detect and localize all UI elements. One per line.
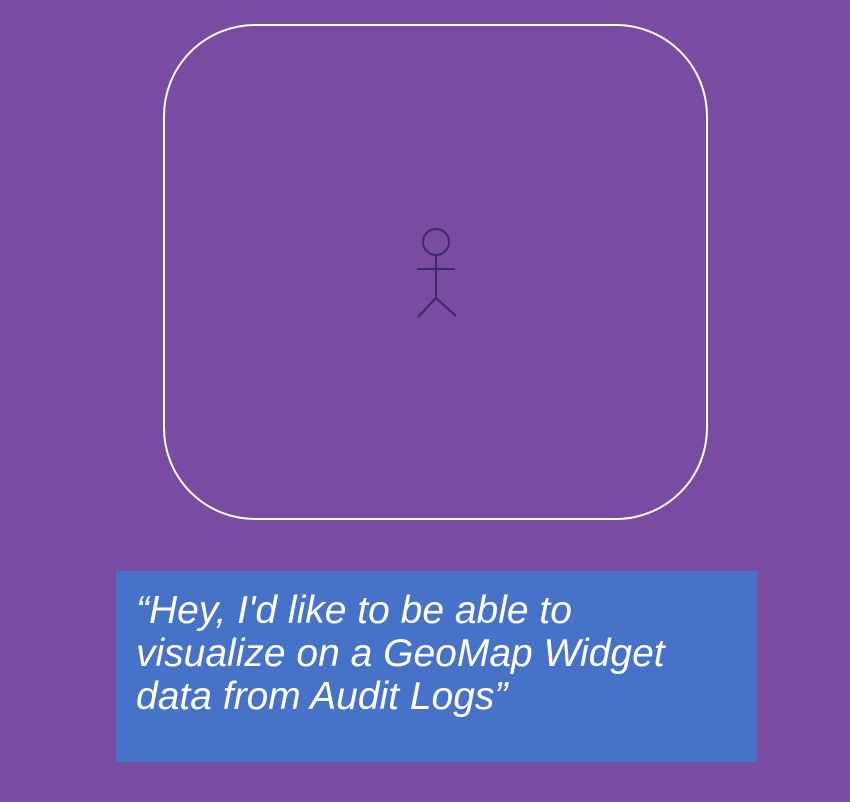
quote-text: “Hey, I'd like to be able to visualize o…: [136, 589, 665, 718]
quote-box: “Hey, I'd like to be able to visualize o…: [116, 571, 757, 762]
actor-stick-figure-icon: [417, 228, 457, 318]
rounded-frame: [163, 24, 708, 520]
